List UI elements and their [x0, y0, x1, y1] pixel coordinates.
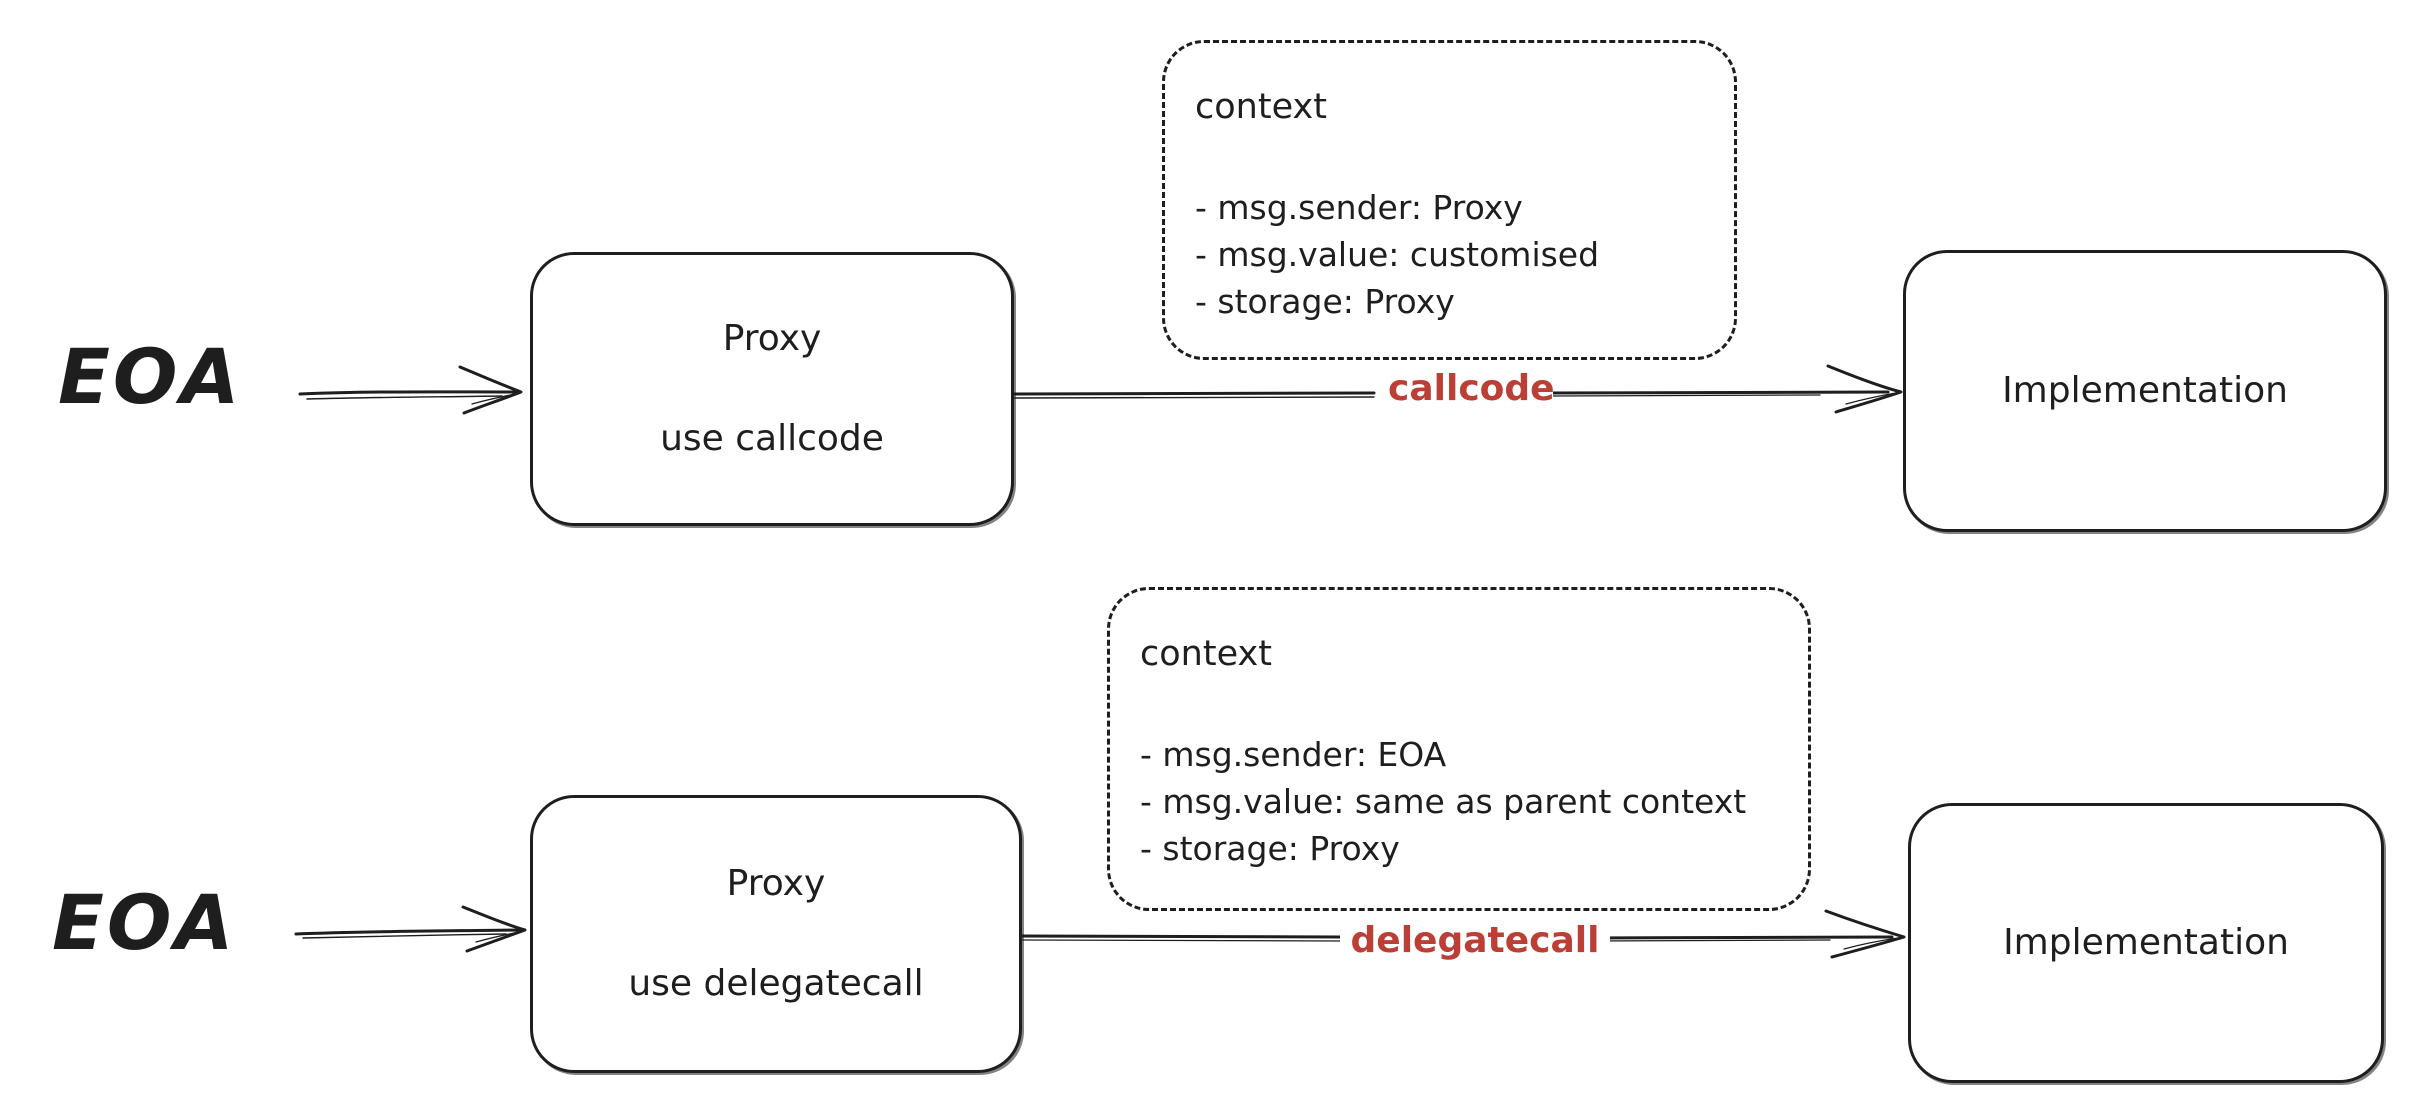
arrow-eoa-to-proxy-bottom	[294, 905, 527, 953]
context-item: - msg.sender: Proxy	[1195, 188, 1523, 227]
eoa-label-top: EOA	[58, 332, 243, 421]
proxy-box-top-line2: use callcode	[660, 417, 884, 459]
eoa-label-bottom: EOA	[52, 878, 237, 967]
implementation-box-top: Implementation	[1903, 250, 2387, 532]
context-item: - msg.value: customised	[1195, 234, 1600, 274]
context-item: - msg.sender: EOA	[1140, 735, 1447, 774]
proxy-box-bottom-line1: Proxy	[726, 863, 826, 905]
proxy-box-top-line1: Proxy	[722, 318, 822, 360]
context-item: - storage: Proxy	[1140, 828, 1400, 868]
call-label-delegatecall: delegatecall	[1340, 920, 1610, 961]
context-item: - msg.value: same as parent context	[1140, 781, 1747, 821]
context-box-top: context - msg.sender: Proxy - msg.value:…	[1162, 40, 1737, 360]
context-title-bottom: context	[1140, 634, 1272, 674]
proxy-box-top: Proxy use callcode	[530, 252, 1014, 526]
proxy-box-bottom: Proxy use delegatecall	[530, 795, 1022, 1073]
call-label-callcode: callcode	[1378, 368, 1555, 409]
context-title-top: context	[1195, 87, 1327, 127]
implementation-label-top: Implementation	[2002, 370, 2288, 412]
context-box-bottom: context - msg.sender: EOA - msg.value: s…	[1107, 587, 1811, 911]
implementation-box-bottom: Implementation	[1908, 803, 2384, 1083]
implementation-label-bottom: Implementation	[2003, 922, 2289, 964]
arrow-eoa-to-proxy-top	[298, 365, 523, 415]
context-item: - storage: Proxy	[1195, 281, 1455, 321]
proxy-box-bottom-line2: use delegatecall	[628, 962, 924, 1004]
